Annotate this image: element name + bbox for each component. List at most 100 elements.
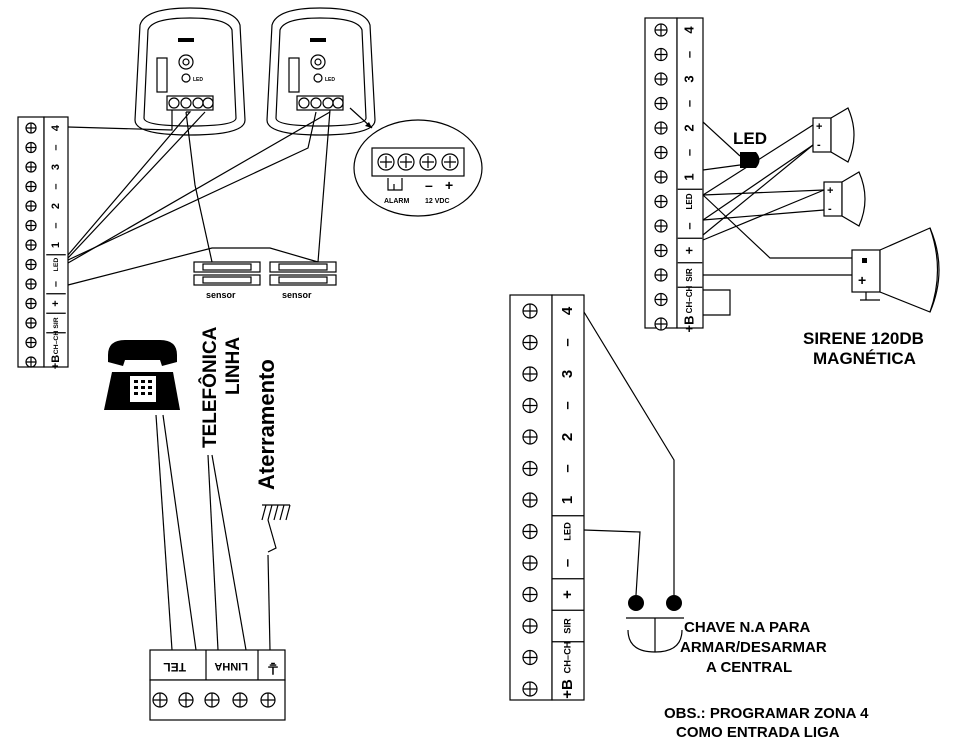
screw-slot bbox=[655, 171, 667, 183]
switch-terminal-label-1: – bbox=[559, 338, 576, 346]
screw-slot bbox=[655, 73, 667, 85]
switch-terminal-label-9: + bbox=[559, 590, 576, 599]
svg-text:+: + bbox=[816, 121, 822, 133]
right-terminal-label-10: SIR bbox=[685, 268, 694, 282]
reed-sensor-1-label: sensor bbox=[206, 290, 236, 300]
screw-slot bbox=[153, 693, 167, 707]
screw-slot bbox=[655, 195, 667, 208]
right-terminal-label-5: – bbox=[681, 149, 696, 156]
screw-slot bbox=[26, 337, 36, 348]
screw-slot bbox=[523, 335, 537, 350]
switch-terminal-label-7: LED bbox=[562, 522, 572, 541]
small-siren-2: + - bbox=[823, 171, 866, 227]
reed-sensor-2-label: sensor bbox=[282, 290, 312, 300]
switch-terminal-label-0: 4 bbox=[559, 306, 576, 315]
screw-slot bbox=[26, 279, 36, 289]
magnetic-siren: + bbox=[851, 227, 940, 313]
line-title-2: TELEFÔNICA bbox=[199, 326, 221, 448]
svg-text:+: + bbox=[858, 272, 866, 288]
bubble-voltage-label: 12 VDC bbox=[425, 198, 450, 205]
right-terminal-label-2: 3 bbox=[681, 75, 696, 82]
left-terminal-label-1: – bbox=[50, 144, 62, 150]
left-terminal-label-9: + bbox=[50, 300, 62, 306]
terminal-detail-bubble: ALARM – + 12 VDC bbox=[353, 119, 483, 217]
screw-slot bbox=[523, 398, 537, 413]
right-terminal-label-4: 2 bbox=[681, 124, 696, 131]
right-terminal-label-7: LED bbox=[685, 193, 694, 209]
left-terminal-label-10: SIR bbox=[53, 317, 60, 328]
sensor-1-led-label: LED bbox=[193, 77, 203, 83]
motion-sensor-2: LED bbox=[266, 7, 376, 136]
switch-terminal-label-2: 3 bbox=[559, 370, 576, 378]
screw-slot bbox=[523, 556, 537, 570]
ground-title: Aterramento bbox=[254, 359, 279, 490]
screw-slot bbox=[26, 142, 36, 153]
screw-slot bbox=[655, 24, 667, 36]
switch-terminal-label-3: – bbox=[559, 401, 576, 409]
screw-slot bbox=[655, 97, 667, 110]
siren-title-2: MAGNÉTICA bbox=[813, 349, 916, 368]
screw-slot bbox=[26, 220, 36, 231]
screw-slot bbox=[179, 693, 193, 707]
screw-slot bbox=[523, 682, 537, 696]
screw-slot bbox=[655, 122, 667, 134]
switch-terminal-label-4: 2 bbox=[559, 433, 576, 441]
svg-text:+: + bbox=[827, 185, 833, 197]
switch-terminal-label-6: 1 bbox=[559, 496, 576, 504]
right-terminal-label-12: +B bbox=[681, 316, 696, 333]
screw-slot bbox=[26, 259, 36, 270]
screw-slot bbox=[655, 269, 667, 281]
screw-slot bbox=[523, 367, 537, 381]
screw-slot bbox=[523, 430, 537, 444]
switch-terminal-label-8: – bbox=[559, 559, 576, 567]
sensor-2-led-label: LED bbox=[325, 77, 335, 83]
screw-slot bbox=[26, 298, 36, 309]
bubble-plus-label: + bbox=[445, 177, 453, 193]
telephone-icon bbox=[104, 340, 180, 410]
chave-line-3: A CENTRAL bbox=[706, 659, 792, 676]
bubble-minus-label: – bbox=[425, 177, 433, 193]
obs-line-2: COMO ENTRADA LIGA bbox=[676, 724, 840, 741]
obs-line-1: OBS.: PROGRAMAR ZONA 4 bbox=[664, 705, 869, 722]
left-terminal-label-2: 3 bbox=[50, 164, 62, 170]
screw-slot bbox=[523, 587, 537, 602]
screw-slot bbox=[523, 493, 537, 507]
ground-block-label: ⏚ bbox=[266, 660, 280, 676]
right-terminal-label-9: + bbox=[681, 246, 696, 254]
bubble-alarm-label: ALARM bbox=[384, 198, 409, 205]
ground-symbol bbox=[261, 504, 291, 553]
screw-slot bbox=[261, 693, 275, 707]
right-terminal-label-3: – bbox=[681, 100, 696, 107]
svg-text:-: - bbox=[817, 139, 821, 151]
left-terminal-label-6: 1 bbox=[50, 242, 62, 248]
line-title-1: LINHA bbox=[223, 337, 244, 395]
screw-slot bbox=[523, 524, 537, 539]
reed-sensor-2: sensor bbox=[269, 261, 337, 300]
led-title: LED bbox=[733, 129, 767, 148]
right-terminal-label-8: – bbox=[681, 222, 696, 229]
linha-label: LINHA bbox=[214, 660, 248, 672]
right-terminal-label-6: 1 bbox=[681, 173, 696, 180]
screw-slot bbox=[523, 461, 537, 476]
left-screws bbox=[25, 122, 37, 368]
right-panel-wires bbox=[702, 124, 852, 316]
right-terminal-label-0: 4 bbox=[681, 26, 696, 34]
screw-slot bbox=[655, 48, 667, 61]
led-component: LED bbox=[702, 121, 767, 171]
screw-slot bbox=[205, 693, 219, 707]
screw-slot bbox=[655, 318, 667, 330]
tel-label: TEL bbox=[163, 660, 186, 674]
screw-slot bbox=[26, 240, 36, 250]
key-switch bbox=[583, 311, 684, 653]
screw-slot bbox=[655, 220, 667, 232]
left-terminal-label-7: LED bbox=[53, 258, 60, 272]
switch-terminal-label-12: +B bbox=[559, 679, 576, 699]
screw-slot bbox=[655, 293, 667, 306]
screw-slot bbox=[26, 123, 36, 133]
screw-slot bbox=[26, 181, 36, 192]
screw-slot bbox=[26, 201, 36, 211]
